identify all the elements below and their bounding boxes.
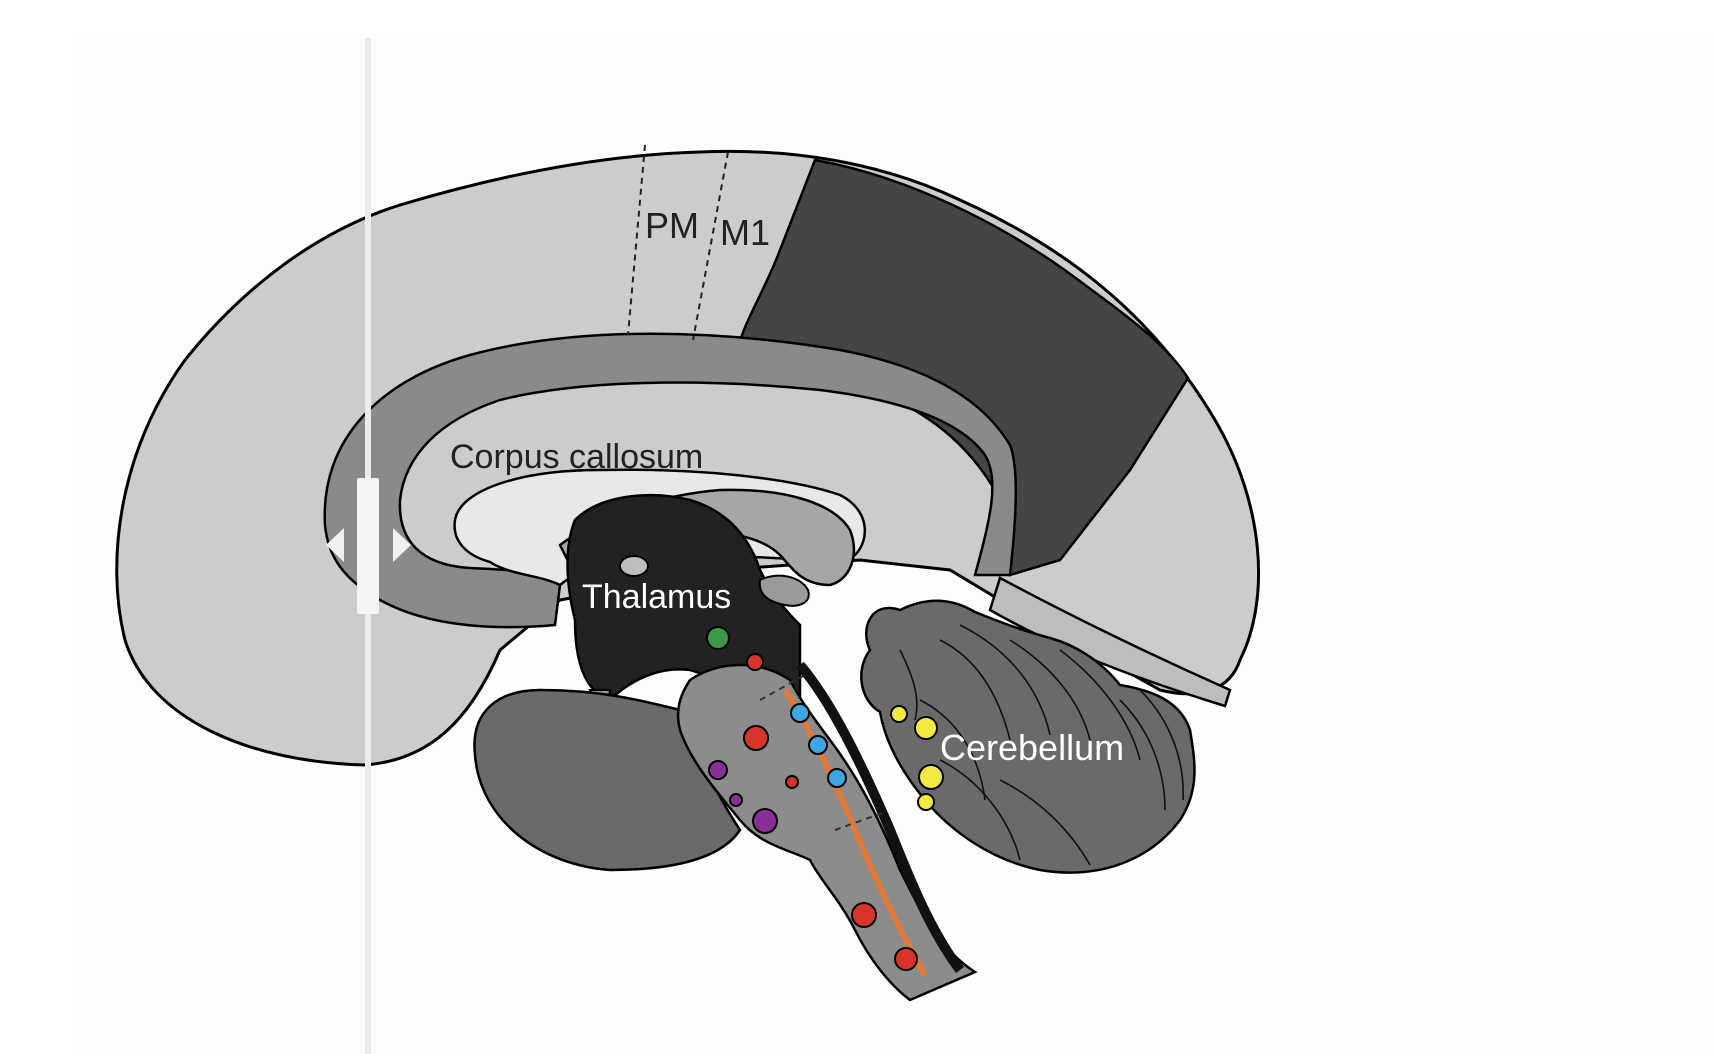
yellow-nucleus-dot-4 xyxy=(917,793,935,811)
pineal-region xyxy=(758,574,810,607)
label-pm: PM xyxy=(645,205,699,246)
blue-nucleus-dot-2 xyxy=(808,735,828,755)
label-thalamus: Thalamus xyxy=(582,578,731,616)
brainstem-dashed-line-1 xyxy=(759,674,806,701)
red-nucleus-dot-2 xyxy=(743,725,769,751)
red-nucleus-dot-4 xyxy=(851,902,877,928)
brainstem-dashed-line-2 xyxy=(834,811,886,831)
pm-boundary-dashed-2 xyxy=(692,151,729,341)
fourth-ventricle-edge xyxy=(796,661,965,973)
slider-right-arrow-icon[interactable] xyxy=(393,528,411,562)
green-nucleus-dot xyxy=(706,626,730,650)
pm-boundary-dashed-1 xyxy=(627,144,646,336)
yellow-nucleus-dot-2 xyxy=(914,716,938,740)
red-nucleus-dot-5 xyxy=(894,947,918,971)
interthalamic-adhesion xyxy=(619,555,649,577)
red-nucleus-dot-3 xyxy=(785,775,799,789)
corticospinal-tract xyxy=(782,688,928,977)
label-m1: M1 xyxy=(720,212,770,253)
yellow-nucleus-dot-3 xyxy=(918,764,944,790)
yellow-nucleus-dot-1 xyxy=(890,705,908,723)
purple-nucleus-dot-1 xyxy=(708,760,728,780)
cerebellum-shape xyxy=(860,599,1196,874)
red-nucleus-dot-1 xyxy=(746,653,764,671)
blue-nucleus-dot-3 xyxy=(827,768,847,788)
label-corpus-callosum: Corpus callosum xyxy=(450,438,703,476)
comparison-slider-handle[interactable] xyxy=(357,478,379,614)
nuclei-dots xyxy=(706,626,944,971)
label-cerebellum: Cerebellum xyxy=(940,727,1124,768)
cerebellar-folia xyxy=(899,624,1184,866)
purple-nucleus-dot-2 xyxy=(729,793,743,807)
slider-left-arrow-icon[interactable] xyxy=(326,528,344,562)
blue-nucleus-dot-1 xyxy=(790,703,810,723)
purple-nucleus-dot-3 xyxy=(752,808,778,834)
